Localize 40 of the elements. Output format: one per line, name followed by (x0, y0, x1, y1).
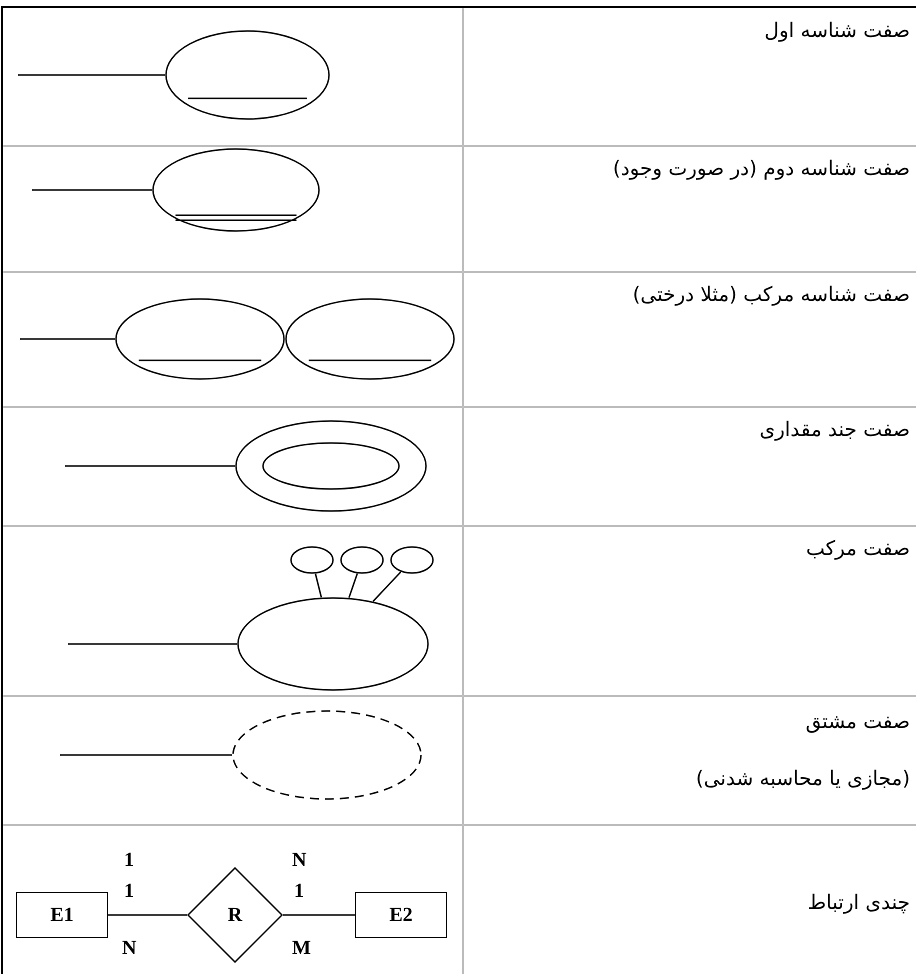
connector-line (372, 572, 402, 602)
cardinality-label: N (292, 850, 306, 870)
cardinality-label: 1 (124, 881, 134, 901)
attribute-ellipse (262, 442, 400, 490)
attribute-ellipse (115, 298, 285, 380)
description-text: صفت مشتق (806, 708, 910, 735)
connector-line (18, 74, 165, 76)
relationship-diamond (187, 867, 283, 963)
attribute-ellipse (152, 148, 320, 232)
derived-attribute-ellipse (232, 710, 422, 800)
cardinality-label: 1 (294, 881, 304, 901)
connector-line (32, 189, 152, 191)
attribute-ellipse (235, 420, 427, 512)
description-text: صفت جند مقداری (759, 416, 910, 443)
connector-line (60, 754, 232, 756)
description-text: صفت شناسه اول (764, 17, 910, 44)
cardinality-label: 1 (124, 850, 134, 870)
attribute-ellipse (390, 546, 434, 574)
description-text: صفت شناسه مرکب (مثلا درختی) (632, 281, 910, 308)
description-text: چندی ارتباط (808, 889, 910, 916)
description-text: صفت شناسه دوم (در صورت وجود) (612, 155, 910, 182)
attribute-ellipse (237, 597, 429, 691)
entity-box: E2 (355, 892, 447, 938)
cardinality-label: N (122, 938, 136, 958)
description-text: صفت مرکب (806, 535, 910, 562)
attribute-ellipse (290, 546, 334, 574)
connector-line (108, 914, 187, 916)
connector-line (68, 643, 237, 645)
cardinality-label: M (292, 938, 311, 958)
attribute-ellipse (165, 30, 330, 120)
description-text: (مجازی یا محاسبه شدنی) (696, 765, 910, 792)
entity-box: E1 (16, 892, 108, 938)
connector-line (348, 573, 358, 598)
connector-line (314, 574, 322, 598)
connector-line (20, 338, 115, 340)
attribute-ellipse (285, 298, 455, 380)
relationship-name: R (228, 903, 242, 928)
attribute-ellipse (340, 546, 384, 574)
connector-line (283, 914, 355, 916)
connector-line (65, 465, 235, 467)
